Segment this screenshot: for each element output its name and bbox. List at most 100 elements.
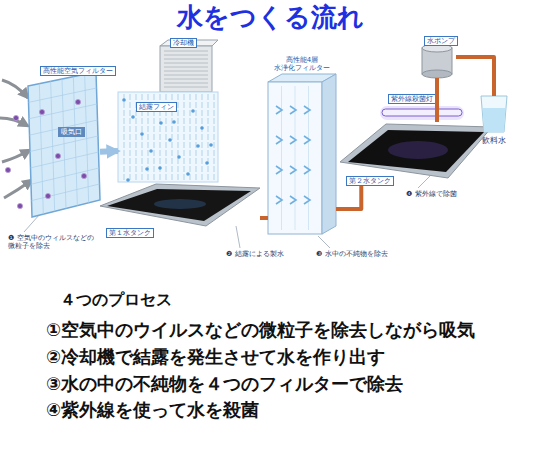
flow-chevron (290, 166, 296, 174)
process-step: ①空気中のウイルスなどの微粒子を除去しながら吸気 (46, 319, 475, 341)
process-step: ④紫外線を使って水を殺菌 (46, 399, 259, 421)
virus-particle (13, 115, 18, 120)
water-drop (126, 178, 130, 182)
water-drop (149, 149, 153, 153)
filter-layer (308, 86, 309, 230)
uv-glow (380, 106, 464, 120)
flow-chevron (276, 106, 282, 114)
flow-chevron (276, 136, 282, 144)
process-step: ②冷却機で結露を発生させて水を作り出す (46, 346, 385, 368)
flow-chevron (304, 166, 310, 174)
fin-line (123, 94, 124, 180)
fin-line (189, 94, 190, 180)
water-pipe (336, 186, 361, 209)
water-pipe (435, 78, 439, 122)
water-drop (158, 166, 162, 170)
cooler-unit: 冷却機結露フィン (118, 40, 218, 188)
filter-grid (31, 152, 99, 168)
fin-line (201, 94, 202, 180)
filter-panel (28, 72, 100, 217)
uv-lamp: 紫外線殺菌灯 (380, 94, 464, 120)
cooler-grille (164, 79, 208, 80)
virus-particle (55, 153, 60, 158)
air-intake-arrow (2, 150, 30, 162)
water-drop (145, 167, 149, 171)
node-outline (268, 56, 336, 236)
glass-water (483, 108, 506, 132)
water-drop (131, 115, 135, 119)
tank-water (107, 189, 251, 221)
fin-line (129, 94, 130, 180)
fin-line (207, 94, 208, 180)
diagram-title: 水をつくる流れ (0, 2, 540, 33)
filter-grid (29, 104, 97, 119)
pump-bottom (422, 70, 452, 78)
air-intake-arrow (2, 80, 28, 98)
process-step: ③水の中の不純物を４つのフィルターで除去 (46, 373, 403, 395)
callout-text: ❹ 紫外線で除菌 (406, 190, 506, 198)
virus-particle (45, 193, 50, 198)
cooler-grille (164, 87, 208, 88)
virus-particle (5, 167, 10, 172)
water-drop (186, 172, 190, 176)
fin-line (177, 94, 178, 180)
tank-water (348, 130, 484, 172)
flow-chevron (290, 196, 296, 204)
water-sheen (154, 199, 206, 209)
air-intake-arrow (4, 180, 32, 198)
water-drop (168, 138, 172, 142)
filter-grid (32, 184, 100, 201)
water-drop (140, 132, 144, 136)
leader-line (318, 236, 330, 248)
water-drop (209, 143, 213, 147)
water-drop (205, 161, 209, 165)
cooler-grille (164, 71, 208, 72)
leader-line (418, 176, 430, 188)
cooler-grille (164, 63, 208, 64)
water-tank: 第１水タンク (100, 182, 260, 228)
air-filter: 高性能空気フィルター吸気口 (28, 72, 100, 217)
callout-text: ❷ 結露による製水 (226, 250, 316, 258)
flow-chevron (290, 136, 296, 144)
node-label: 紫外線殺菌灯 (388, 94, 436, 104)
fin-line (213, 94, 214, 180)
node-outline (28, 72, 100, 217)
water-drop (191, 109, 195, 113)
purification-filter: 高性能4層 水浄化フィルター (268, 56, 336, 236)
faucet-pipe (456, 57, 494, 96)
filter-grid (30, 136, 98, 152)
node-outline (118, 40, 218, 188)
node-label: 高性能4層 水浄化フィルター (268, 56, 336, 73)
uv-sheen (388, 141, 448, 159)
node-outline (100, 182, 260, 228)
glass-outline (481, 96, 507, 132)
water-drop (122, 98, 126, 102)
uv-tube (382, 109, 462, 116)
purifier-side (322, 74, 336, 234)
condensation-fins (118, 92, 218, 182)
purifier-front (268, 82, 322, 234)
cooler-grille (164, 59, 208, 60)
callout-text: ❶ 空気中のウィルスなどの 微粒子を除去 (8, 234, 120, 251)
cooler-grille (164, 83, 208, 84)
node-label: 冷却機 (170, 38, 197, 48)
virus-particle (17, 203, 22, 208)
flow-chevron (304, 196, 310, 204)
flow-chevron (290, 106, 296, 114)
tank-rim (340, 124, 492, 178)
cooler-grille (164, 55, 208, 56)
node-label: 水ポンプ (424, 36, 458, 46)
node-label: 第１水タンク (106, 228, 154, 238)
water-drop (200, 126, 204, 130)
water-pump: 水ポンプ (418, 40, 456, 78)
node-label: 第２水タンク (346, 176, 394, 186)
cooler-body (160, 46, 212, 92)
cooler-grille (164, 51, 208, 52)
virus-particle (75, 99, 80, 104)
filter-layer (295, 86, 296, 230)
cooler-grille (164, 75, 208, 76)
callout-text: ❸ 水中の不純物を除去 (316, 250, 416, 258)
water-drop (177, 155, 181, 159)
